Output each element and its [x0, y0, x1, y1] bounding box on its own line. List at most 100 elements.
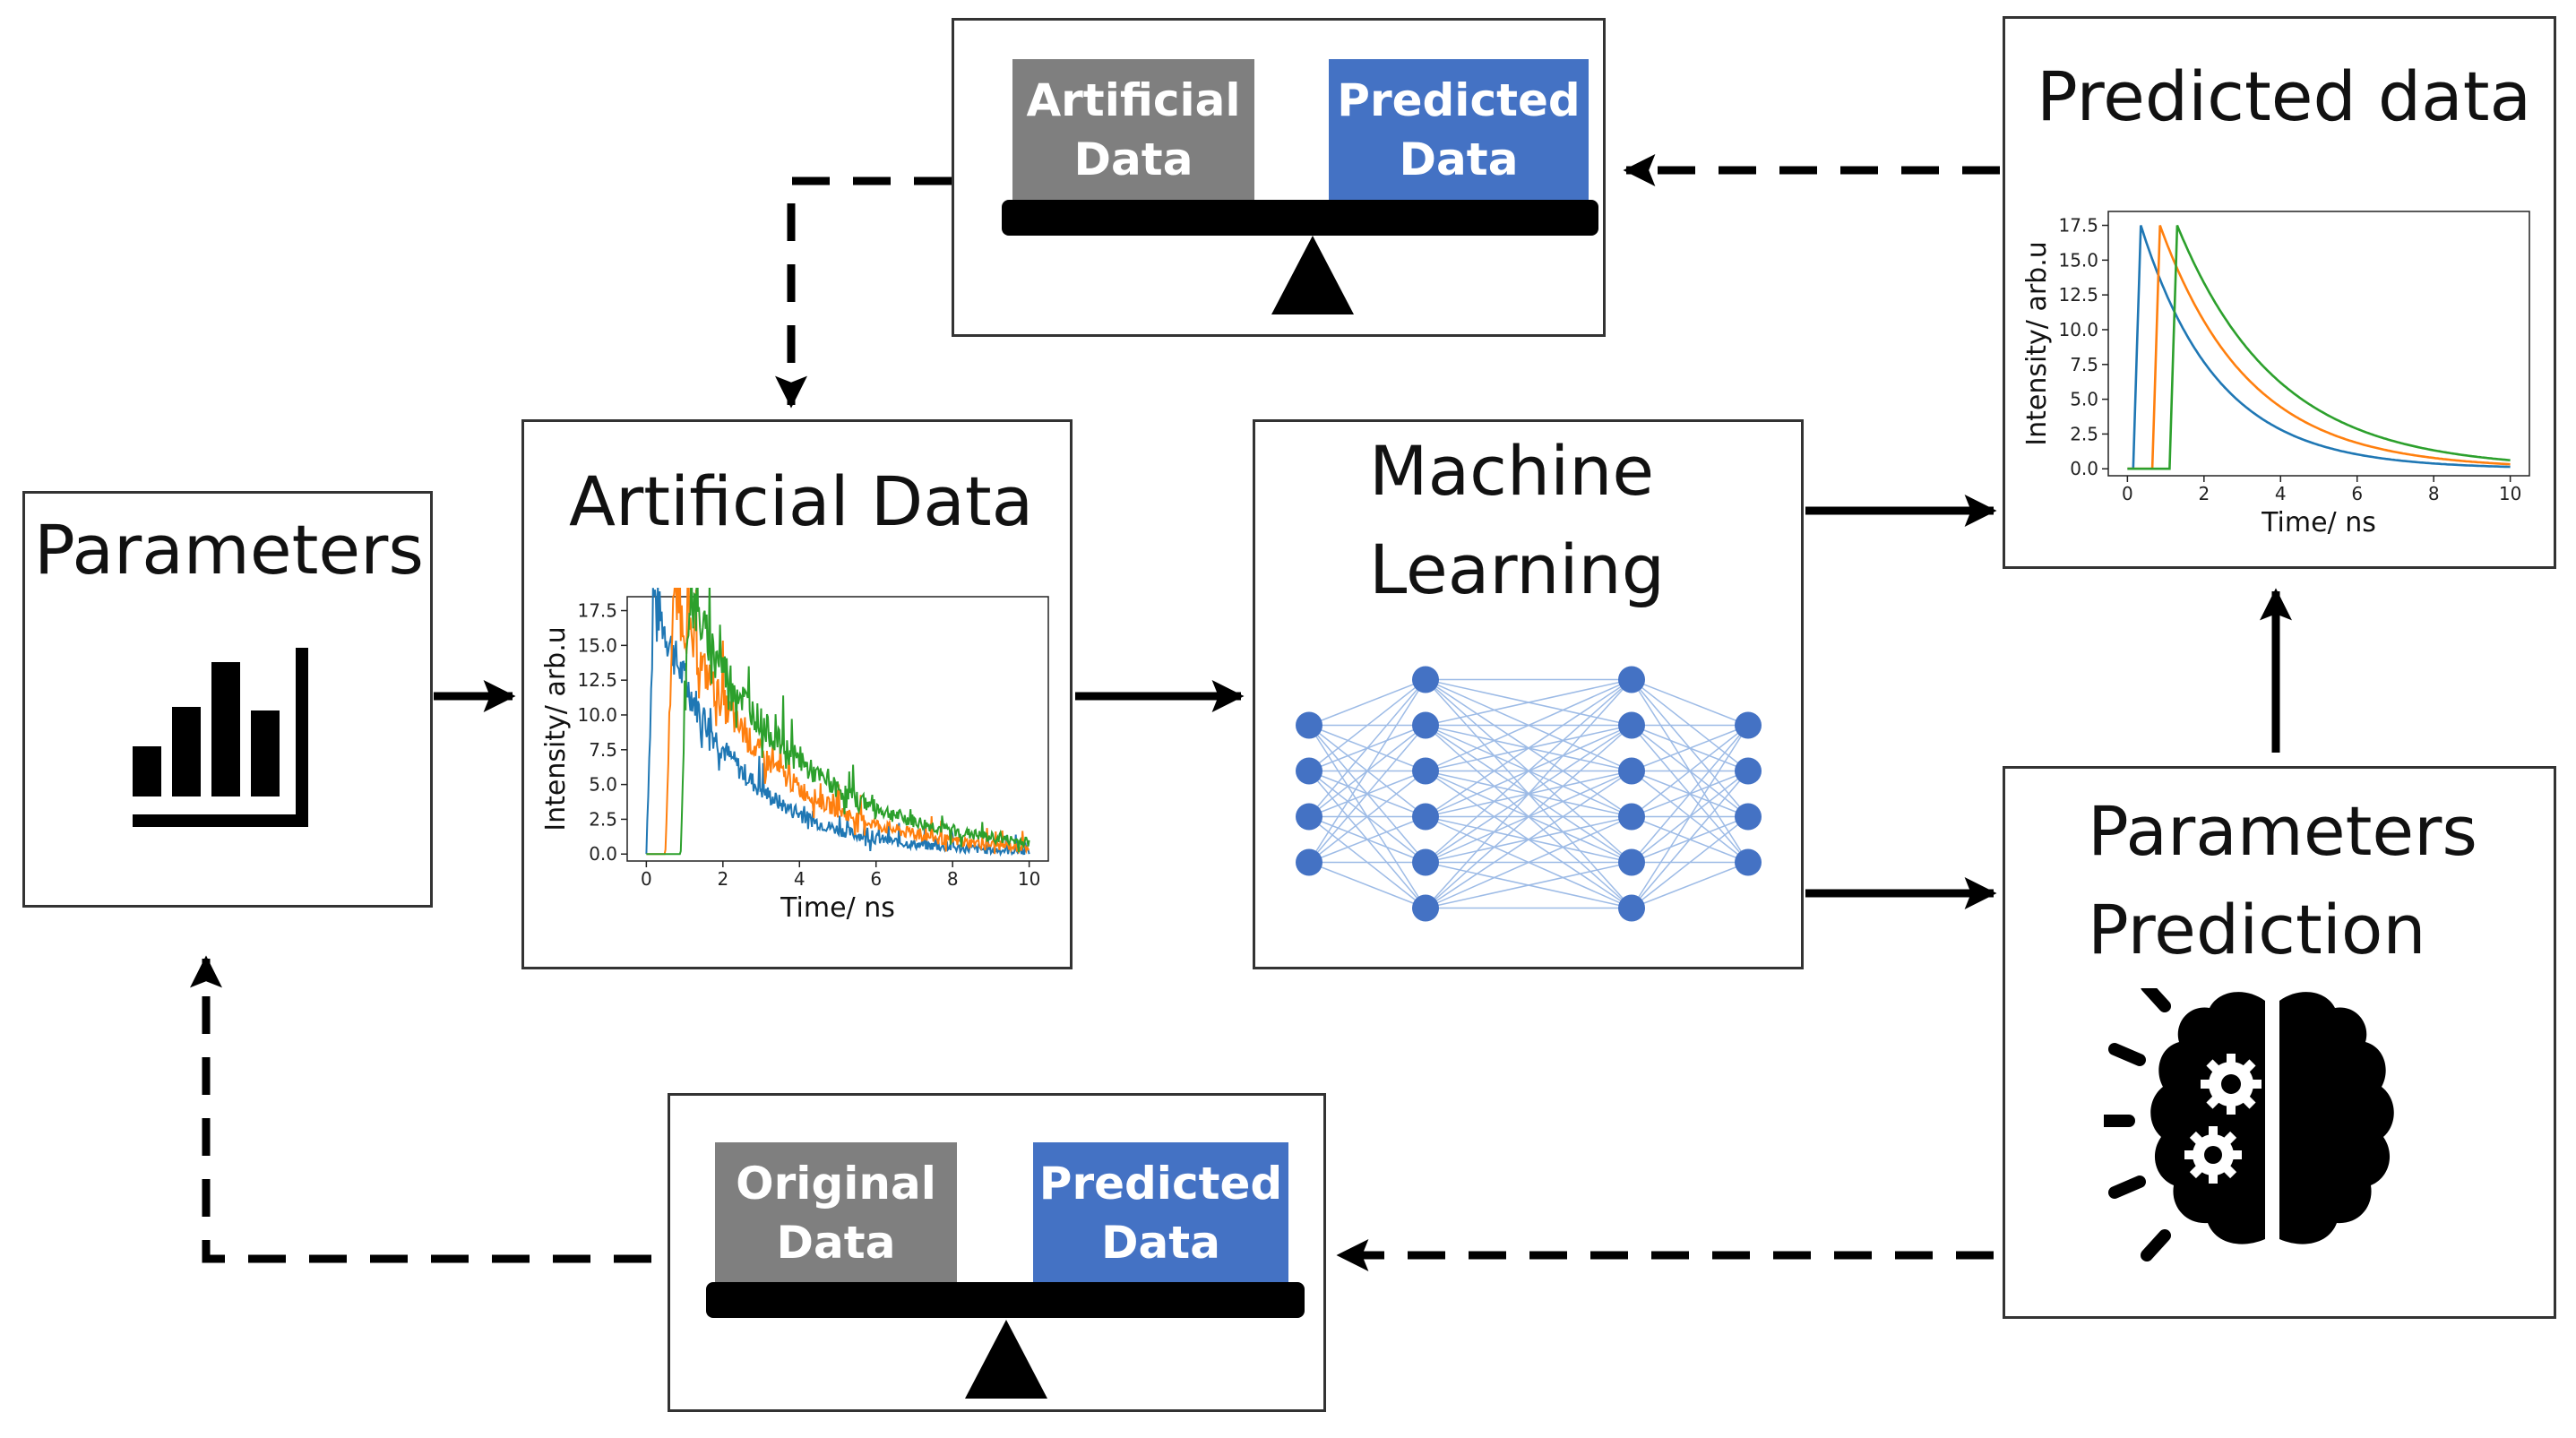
plot-frame [626, 596, 1049, 862]
network-node [1296, 757, 1322, 785]
network-node [1412, 757, 1439, 785]
x-tick-label: 0 [641, 868, 652, 890]
top-balance-left-line2: Data [1073, 133, 1193, 185]
machine-learning-title-line2: Learning [1369, 530, 1665, 609]
network-node [1296, 711, 1322, 739]
network-connections [1308, 678, 1749, 909]
network-connection [1308, 815, 1426, 864]
network-connection [1425, 678, 1633, 727]
x-tick-label: 6 [870, 868, 882, 890]
network-connection [1631, 861, 1749, 909]
network-connection [1425, 815, 1633, 909]
bottom-balance-fulcrum [965, 1320, 1047, 1399]
artificial-data-title: Artificial Data [569, 461, 1034, 541]
network-node [1618, 894, 1645, 922]
x-axis-label: Time/ ns [780, 892, 895, 924]
plot-frame [2107, 211, 2530, 477]
x-tick-label: 10 [1018, 868, 1040, 890]
network-node [1735, 711, 1762, 739]
neural-network-icon [1296, 666, 1762, 922]
network-connection [1308, 725, 1426, 863]
y-tick-label: 17.5 [577, 600, 617, 622]
bottom-balance-right-line1: Predicted [1038, 1158, 1283, 1210]
series-line-2 [2127, 225, 2511, 470]
network-node [1296, 848, 1322, 876]
network-node [1296, 803, 1322, 831]
series-line-3 [2127, 225, 2511, 470]
network-connection [1308, 678, 1426, 772]
parameters-box: Parameters [22, 491, 433, 908]
x-tick-label: 4 [2275, 483, 2287, 504]
top-balance-beam [1002, 200, 1598, 236]
x-tick-label: 2 [2198, 483, 2210, 504]
y-tick-label: 17.5 [2058, 215, 2098, 237]
network-node [1618, 803, 1645, 831]
bottom-balance-beam [706, 1282, 1305, 1318]
network-connection [1308, 861, 1426, 909]
brain-gears-icon [2104, 988, 2394, 1261]
network-connection [1631, 725, 1749, 908]
y-tick-label: 7.5 [2070, 354, 2098, 375]
network-connection [1631, 678, 1749, 727]
network-connection [1425, 861, 1633, 909]
series-line-2 [646, 588, 1030, 856]
series-line-1 [645, 588, 1030, 857]
network-node [1618, 666, 1645, 693]
top-balance-right-line1: Predicted [1337, 74, 1581, 126]
network-node [1412, 711, 1439, 739]
network-connection [1308, 679, 1426, 863]
network-connection [1425, 678, 1633, 864]
bottom-balance-right-line2: Data [1101, 1217, 1220, 1269]
bottom-balance-left-line2: Data [776, 1217, 896, 1269]
network-connection [1308, 678, 1426, 727]
y-tick-label: 2.5 [2070, 423, 2098, 444]
parameters-prediction-title-line1: Parameters [2088, 791, 2477, 871]
y-axis-label: Intensity/ arb.u [540, 626, 572, 831]
x-tick-label: 4 [794, 868, 806, 890]
top-balance-fulcrum [1271, 236, 1354, 314]
top-balance-right-line2: Data [1399, 133, 1519, 185]
dashed-arrow-bottom-balance-to-parameters [190, 955, 651, 1263]
predicted-data-title: Predicted data [2037, 56, 2532, 136]
x-tick-label: 6 [2351, 483, 2363, 504]
network-connection [1631, 725, 1749, 863]
y-tick-label: 10.0 [577, 704, 617, 726]
series-line-1 [2127, 225, 2511, 470]
network-connection [1308, 679, 1426, 817]
series-line-3 [646, 588, 1030, 856]
y-tick-label: 5.0 [589, 774, 617, 796]
machine-learning-title-line1: Machine [1369, 431, 1655, 511]
parameters-title: Parameters [34, 510, 424, 590]
network-node [1412, 803, 1439, 831]
y-tick-label: 12.5 [577, 669, 617, 691]
network-node [1618, 711, 1645, 739]
network-connection [1425, 678, 1633, 909]
network-connection [1425, 770, 1633, 909]
network-node [1618, 848, 1645, 876]
y-axis-label: Intensity/ arb.u [2021, 241, 2053, 446]
network-node [1735, 803, 1762, 831]
parameters-prediction-title-line2: Prediction [2088, 890, 2426, 969]
y-tick-label: 10.0 [2058, 319, 2098, 340]
y-tick-label: 0.0 [589, 843, 617, 865]
network-connection [1308, 770, 1426, 864]
network-connection [1631, 771, 1749, 908]
x-tick-label: 8 [947, 868, 959, 890]
x-tick-label: 10 [2499, 483, 2521, 504]
network-node [1735, 757, 1762, 785]
x-tick-label: 8 [2428, 483, 2440, 504]
network-node [1735, 848, 1762, 876]
y-tick-label: 12.5 [2058, 284, 2098, 306]
dashed-arrow-top-balance-to-artificial [775, 177, 952, 409]
machine-learning-box: Machine Learning [1253, 419, 1804, 969]
